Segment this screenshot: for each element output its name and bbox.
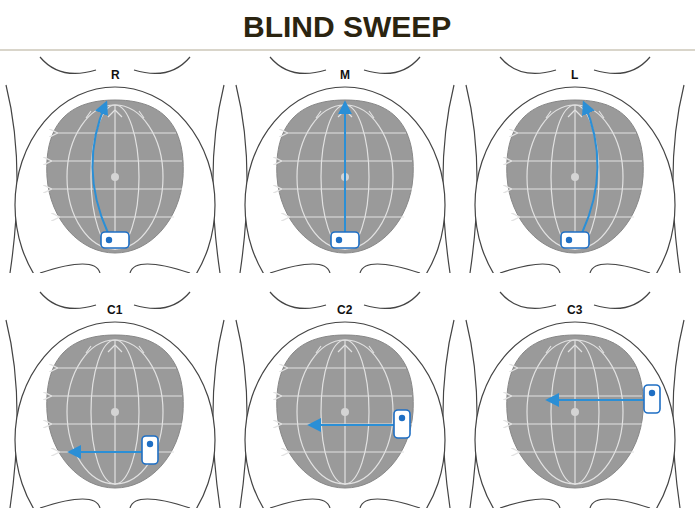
panel-label: R	[111, 68, 120, 82]
diagram-title: BLIND SWEEP	[243, 10, 451, 44]
panel-label: C2	[337, 303, 352, 317]
panel-label: C1	[107, 303, 122, 317]
panel-label: C3	[567, 303, 582, 317]
panel-label: M	[340, 68, 350, 82]
panel-label: L	[571, 68, 578, 82]
